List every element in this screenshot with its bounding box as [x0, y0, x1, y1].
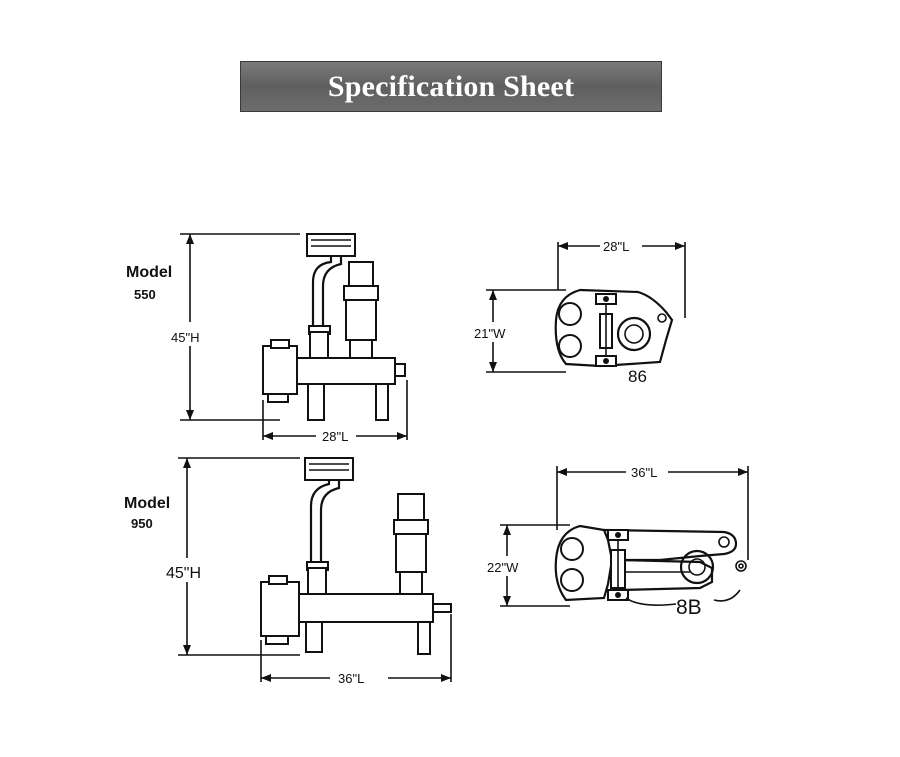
model-550-top-length-dim: 28"L	[603, 239, 629, 254]
model-950-top-width-dim: 22"W	[487, 560, 519, 575]
model-950-top-view: 36"L 22"W 8B	[487, 465, 749, 619]
model-550-top-tag: 86	[628, 367, 647, 386]
model-950-top-tag: 8B	[676, 596, 702, 619]
model-550-number: 550	[134, 287, 156, 302]
title-banner: Specification Sheet	[240, 61, 662, 112]
model-550-length-dim: 28"L	[322, 429, 348, 444]
model-950-height-dim: 45"H	[166, 565, 201, 582]
model-950-length-dim: 36"L	[338, 671, 364, 686]
model-950-label: Model	[124, 495, 170, 512]
model-950-top-length-dim: 36"L	[631, 465, 657, 480]
page-title: Specification Sheet	[327, 69, 575, 103]
model-950-number: 950	[131, 516, 153, 531]
model-550-side-view: Model 550 45"H 28"L	[126, 233, 408, 444]
model-550-top-width-dim: 21"W	[474, 326, 506, 341]
model-550-label: Model	[126, 264, 172, 281]
model-550-height-dim: 45"H	[171, 330, 199, 345]
model-950-side-view: Model 950 45"H 36"L	[124, 457, 452, 686]
model-550-top-view: 28"L 21"W 86	[474, 239, 686, 386]
